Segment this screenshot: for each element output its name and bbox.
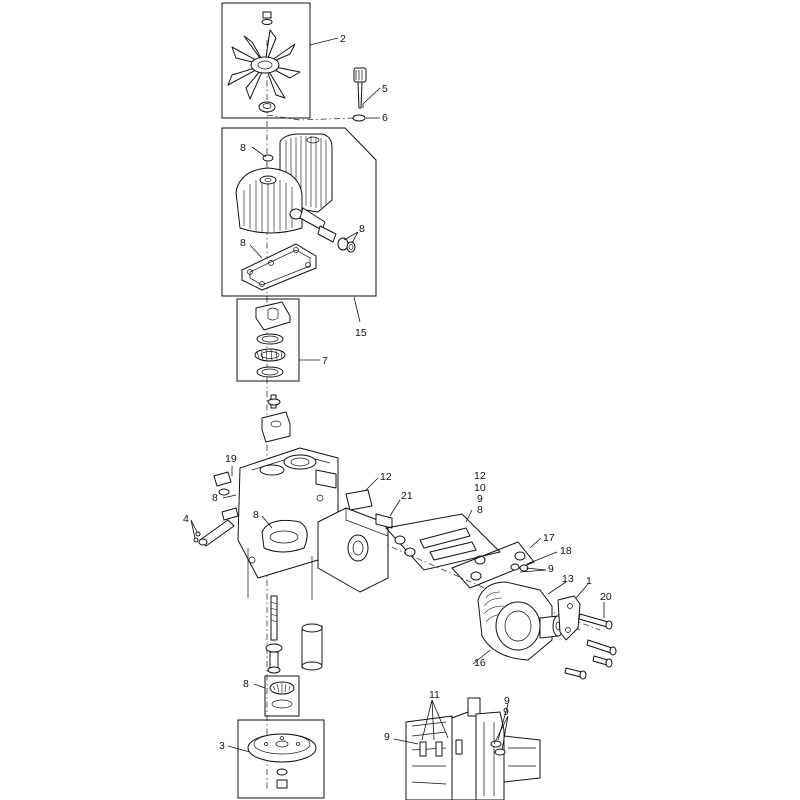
fitting-seals (262, 154, 356, 253)
lower-bearing-kit-box (264, 675, 300, 717)
callout-6: 6 (382, 112, 388, 124)
center-case (237, 447, 339, 600)
callout-8-fittings: 8 (359, 223, 365, 235)
callout-9-plate: 9 (548, 563, 554, 575)
callout-21: 21 (401, 490, 413, 502)
callout-3: 3 (219, 740, 225, 752)
fan-blades (227, 29, 301, 100)
callout-8-lower: 8 (243, 678, 249, 690)
callout-9-section-top: 11 (429, 689, 440, 701)
housing-kit-box (221, 127, 377, 297)
callout-12-housing: 12 (380, 471, 392, 483)
check-valve-fittings: 19 8 8 (212, 453, 273, 529)
brake-bracket: 1 (557, 575, 592, 641)
coupler (261, 394, 291, 443)
thrust-washer (256, 333, 284, 345)
mounting-bolts: 20 (564, 591, 617, 680)
roller-bearing (254, 348, 286, 362)
callout-10: 10 (474, 482, 486, 494)
callout-12-kit: 12 (474, 470, 486, 482)
callout-1: 1 (586, 575, 592, 587)
callout-8-kit: 8 (477, 504, 483, 516)
callout-8-breather: 8 (240, 142, 246, 154)
callout-5: 5 (382, 83, 388, 95)
callout-9-section-left: 9 (384, 731, 390, 743)
dipstick: 5 6 (352, 67, 388, 124)
callout-8-gasket: 8 (240, 237, 246, 249)
callout-4: 4 (183, 513, 189, 525)
wheel-motor: 13 16 (472, 573, 574, 669)
cylinder-block (301, 623, 323, 671)
callout-16: 16 (474, 657, 486, 669)
bearing-kit: 7 (236, 298, 328, 382)
pulley-kit: 3 (219, 719, 325, 799)
pulley-kit-box (237, 719, 325, 799)
valve-plate-kit: 17 18 9 (451, 532, 572, 589)
housing-cover-kit: 8 8 8 15 (221, 127, 377, 339)
callout-2: 2 (340, 33, 346, 45)
callout-9-section-right: 9 (503, 706, 509, 718)
bearing-kit-box (236, 298, 300, 382)
gasket (241, 243, 317, 291)
callout-13: 13 (562, 573, 574, 585)
fan-hub (258, 11, 276, 113)
callout-9-kit: 9 (477, 493, 483, 505)
fan-assembly: 2 (221, 2, 346, 119)
input-shaft (265, 595, 283, 674)
bearing-race (256, 366, 284, 378)
cylinder-housing (235, 167, 337, 243)
callout-8-left: 8 (212, 492, 218, 504)
control-arm: 4 (183, 507, 239, 547)
callout-17: 17 (543, 532, 555, 544)
fan-kit-box (221, 2, 311, 119)
callout-19: 19 (225, 453, 237, 465)
callout-11: 9 (504, 695, 510, 707)
callout-15: 15 (355, 327, 367, 339)
callout-8-seal: 8 (253, 509, 259, 521)
fan-to-dipstick-line (266, 114, 356, 121)
valve-plate-kit-box (451, 541, 535, 589)
callout-7: 7 (322, 355, 328, 367)
axle-housing: 12 21 (317, 471, 413, 593)
retainer-block (255, 301, 291, 331)
callout-20: 20 (600, 591, 612, 603)
pin-seal-kit: 12 10 9 8 (385, 470, 501, 571)
sectional-view: 11 9 9 9 (384, 689, 541, 800)
lower-bearing-kit: 8 (243, 675, 300, 717)
callout-18: 18 (560, 545, 572, 557)
